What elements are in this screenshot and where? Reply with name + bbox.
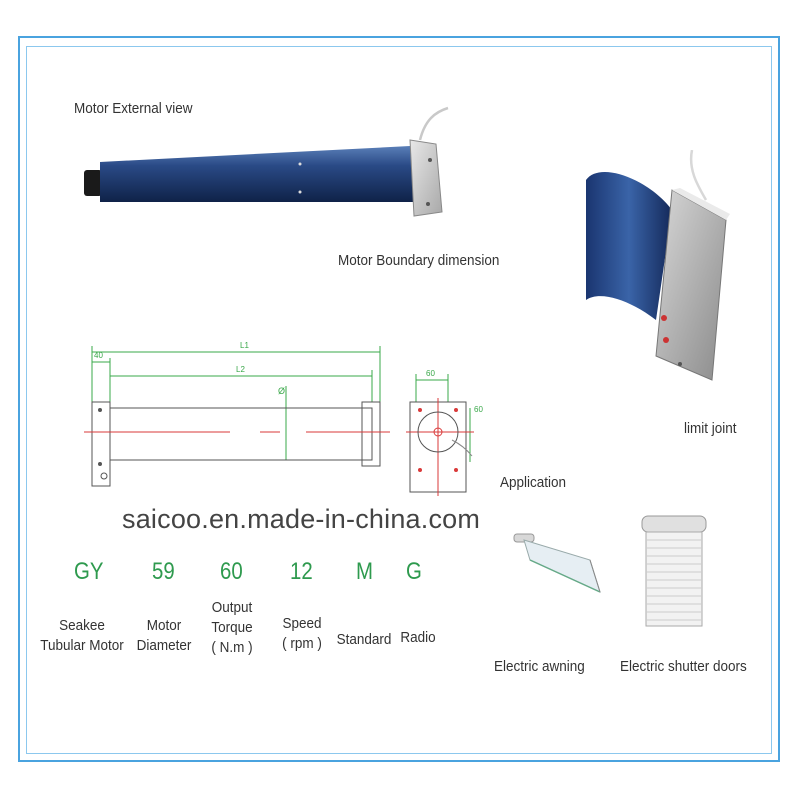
- watermark-text: saicoo.en.made-in-china.com: [122, 504, 481, 534]
- electric-awning-image: [513, 533, 601, 593]
- limit-joint-image: [586, 150, 730, 381]
- desc-speed: Speed ( rpm ): [282, 615, 322, 652]
- inner-frame: [26, 46, 772, 754]
- boundary-dimension-drawing: 40 L1 L2 Ø 60 60: [84, 341, 483, 496]
- desc-standard: Standard: [336, 631, 392, 648]
- code-m: M: [356, 558, 373, 585]
- code-g: G: [406, 558, 422, 585]
- desc-motor-diameter: Motor Diameter: [136, 617, 192, 654]
- limit-joint-label: limit joint: [684, 420, 737, 437]
- electric-shutter-doors-image: [641, 515, 707, 627]
- electric-awning-label: Electric awning: [494, 658, 585, 675]
- dim-head-height-label: 60: [474, 405, 483, 414]
- boundary-dimension-label: Motor Boundary dimension: [338, 252, 500, 269]
- outer-frame: [18, 36, 780, 762]
- desc-seakee-tubular-motor: Seakee Tubular Motor: [40, 617, 124, 654]
- code-59: 59: [152, 558, 175, 585]
- electric-shutter-doors-label: Electric shutter doors: [620, 658, 747, 675]
- dim-offset-label: 40: [94, 351, 103, 360]
- code-12: 12: [290, 558, 313, 585]
- application-label: Application: [500, 474, 567, 491]
- code-60: 60: [220, 558, 243, 585]
- desc-radio: Radio: [400, 629, 436, 646]
- code-gy: GY: [74, 558, 104, 585]
- desc-output-torque: Output Torque ( N.m ): [211, 599, 253, 656]
- motor-external-view-image: [84, 106, 449, 217]
- external-view-label: Motor External view: [74, 100, 193, 117]
- dim-diameter-label: Ø: [278, 386, 285, 396]
- dim-head-width-label: 60: [426, 369, 435, 378]
- dim-l2-label: L2: [236, 365, 245, 374]
- dim-l1-label: L1: [240, 341, 249, 350]
